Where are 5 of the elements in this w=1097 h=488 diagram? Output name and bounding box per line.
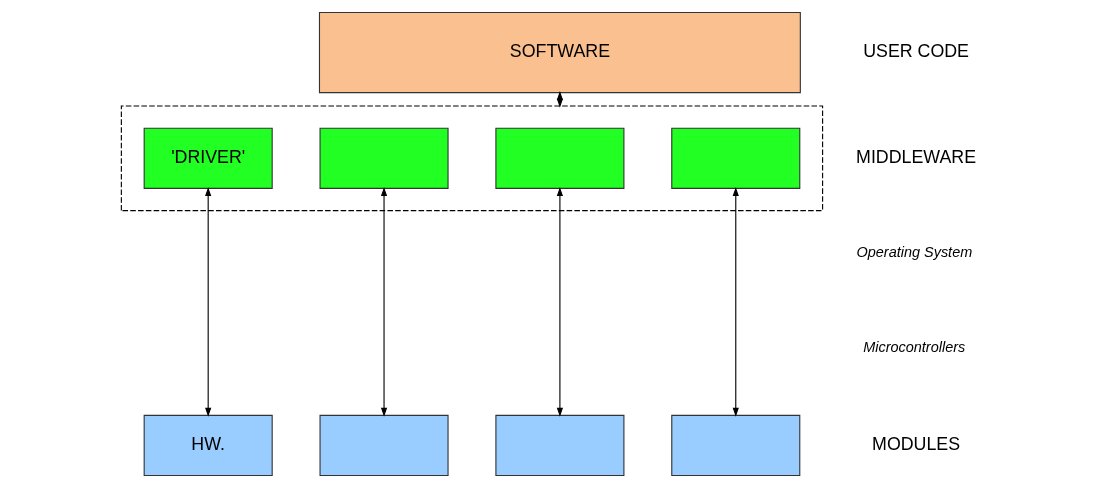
label: Microcontrollers	[863, 339, 966, 356]
label: Operating System	[856, 243, 973, 260]
label: MIDDLEWARE	[856, 146, 977, 167]
label: MODULES	[872, 433, 961, 454]
label: USER CODE	[863, 40, 969, 61]
